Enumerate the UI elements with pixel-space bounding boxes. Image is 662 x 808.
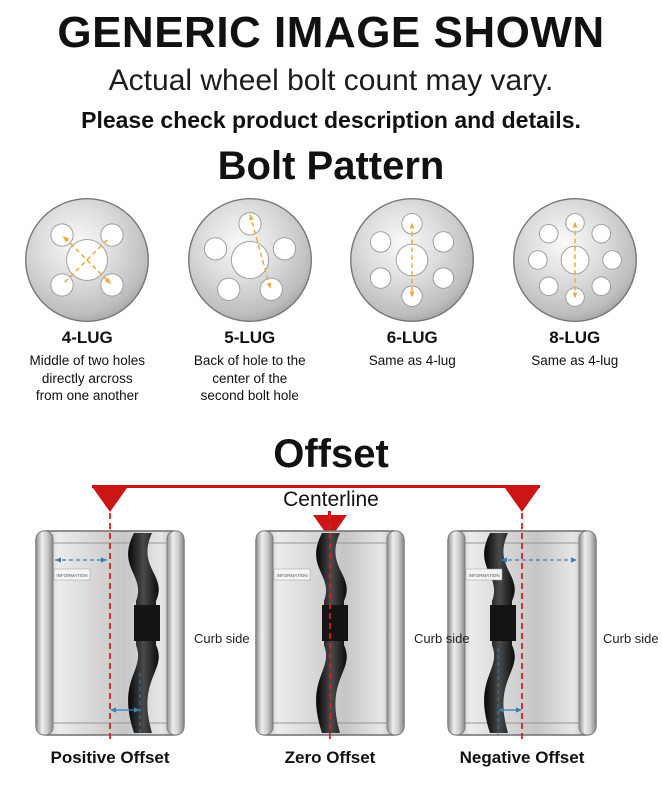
- lug-column-4: 4-LUG Middle of two holes directly arcro…: [6, 195, 169, 422]
- zero-offset-label: Zero Offset: [284, 748, 376, 767]
- negative-offset-label: Negative Offset: [459, 748, 585, 767]
- wheel-watermark-text: INFORMATION: [56, 573, 87, 578]
- 6-lug-wheel-diagram: [350, 198, 475, 322]
- curb-side-label-zero: Curb side: [414, 631, 470, 646]
- page-title: GENERIC IMAGE SHOWN: [57, 8, 605, 57]
- zero-offset-wheel-diagram: INFORMATION: [255, 513, 405, 743]
- wheel-watermark-text: INFORMATION: [276, 573, 307, 578]
- wheel-watermark-text: INFORMATION: [468, 573, 499, 578]
- offset-title: Offset: [273, 432, 389, 476]
- lug-column-6: 6-LUG Same as 4-lug: [331, 195, 494, 422]
- lug-label-4: 4-LUG: [61, 328, 113, 347]
- offset-diagram: Centerline INFORMATION: [0, 485, 662, 785]
- negative-offset-wheel-diagram: INFORMATION: [447, 513, 597, 743]
- centerline-marker-triangle-left: [93, 488, 127, 512]
- bolt-pattern-row: 4-LUG Middle of two holes directly arcro…: [0, 189, 662, 422]
- lug-description-6: Same as 4-lug: [368, 353, 456, 368]
- curb-side-label-positive: Curb side: [194, 631, 250, 646]
- lug-description-8: Same as 4-lug: [531, 353, 619, 368]
- lug-label-5: 5-LUG: [224, 328, 276, 347]
- curb-side-label-negative: Curb side: [603, 631, 659, 646]
- lug-label-6: 6-LUG: [386, 328, 438, 347]
- 4-lug-wheel-diagram: [25, 198, 150, 322]
- lug-description-4: Middle of two holes directly arcross fro…: [29, 353, 146, 404]
- bolt-pattern-title: Bolt Pattern: [217, 144, 445, 188]
- 5-lug-wheel-diagram: [187, 198, 312, 322]
- lug-description-5: Back of hole to the center of the second…: [193, 353, 306, 404]
- 8-lug-wheel-diagram: [512, 198, 637, 322]
- positive-offset-wheel-diagram: INFORMATION: [35, 513, 185, 743]
- page-note: Please check product description and det…: [81, 107, 581, 133]
- lug-label-8: 8-LUG: [549, 328, 601, 347]
- lug-column-8: 8-LUG Same as 4-lug: [494, 195, 657, 422]
- centerline-marker-triangle-right: [505, 488, 539, 512]
- positive-offset-label: Positive Offset: [50, 748, 170, 767]
- centerline-label: Centerline: [0, 488, 662, 512]
- centerline-horizontal-line: [92, 485, 540, 488]
- product-info-image: GENERIC IMAGE SHOWN Actual wheel bolt co…: [0, 8, 662, 808]
- page-subtitle: Actual wheel bolt count may vary.: [108, 64, 554, 97]
- lug-column-5: 5-LUG Back of hole to the center of the …: [169, 195, 332, 422]
